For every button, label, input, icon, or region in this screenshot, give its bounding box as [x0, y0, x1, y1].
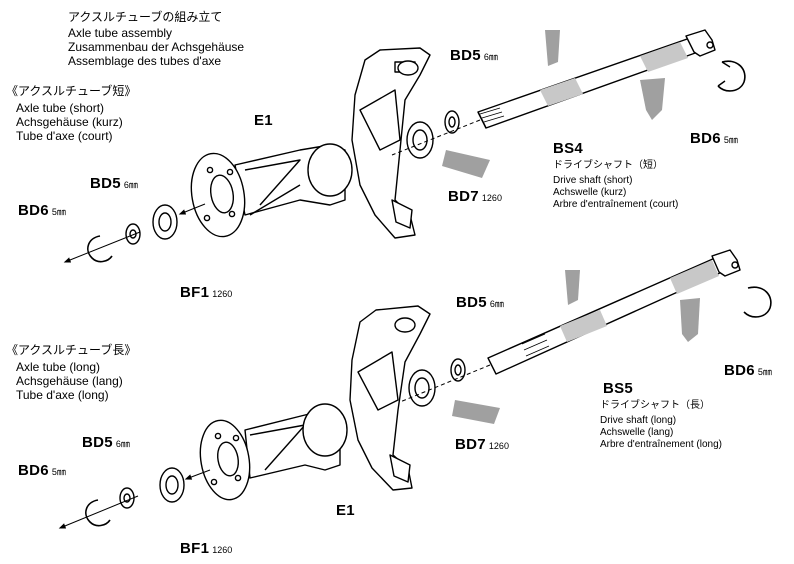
bottom-bs5-fr: Arbre d'entraînement (long) — [600, 439, 722, 450]
bottom-bd6-left-clip — [85, 499, 111, 527]
bottom-assembly — [58, 249, 772, 529]
short-section-de: Achsgehäuse (kurz) — [16, 115, 123, 129]
top-ball-joint — [307, 143, 353, 197]
bottom-bd6-right-clip — [743, 286, 772, 318]
top-label-bs4: BS4 — [553, 140, 584, 157]
top-grease-marks — [442, 30, 665, 178]
top-bs4-fr: Arbre d'entraînement (court) — [553, 199, 679, 210]
top-knuckle-housing — [351, 47, 431, 239]
bottom-ball-joint — [302, 403, 348, 457]
short-section-jp: 《アクスルチューブ短》 — [6, 84, 137, 98]
top-bd6-right-clip — [717, 60, 746, 92]
title-en: Axle tube assembly — [68, 26, 173, 40]
top-bs4-jp: ドライブシャフト（短） — [553, 160, 663, 171]
short-section-fr: Tube d'axe (court) — [16, 129, 113, 143]
bottom-bs5-en: Drive shaft (long) — [600, 415, 677, 426]
bottom-grease-marks — [452, 270, 700, 424]
long-section-fr: Tube d'axe (long) — [16, 388, 109, 402]
bottom-bs5-jp: ドライブシャフト（長） — [600, 400, 710, 411]
top-assembly — [63, 29, 746, 263]
bottom-knuckle-housing — [349, 305, 431, 491]
bottom-label-e1: E1 — [336, 502, 355, 519]
long-section-de: Achsgehäuse (lang) — [16, 374, 123, 388]
title-de: Zusammenbau der Achsgehäuse — [68, 40, 245, 54]
short-section-en: Axle tube (short) — [16, 101, 105, 115]
long-section-jp: 《アクスルチューブ長》 — [6, 343, 137, 357]
bottom-bs5-de: Achswelle (lang) — [600, 427, 674, 438]
top-label-e1: E1 — [254, 112, 273, 129]
title-fr: Assemblage des tubes d'axe — [68, 54, 222, 68]
top-bs4-de: Achswelle (kurz) — [553, 187, 627, 198]
top-bs4-en: Drive shaft (short) — [553, 175, 633, 186]
bottom-label-bs5: BS5 — [603, 380, 634, 397]
top-bd6-left-clip — [87, 235, 113, 263]
title-jp: アクスルチューブの組み立て — [68, 10, 223, 24]
long-section-en: Axle tube (long) — [16, 360, 101, 374]
